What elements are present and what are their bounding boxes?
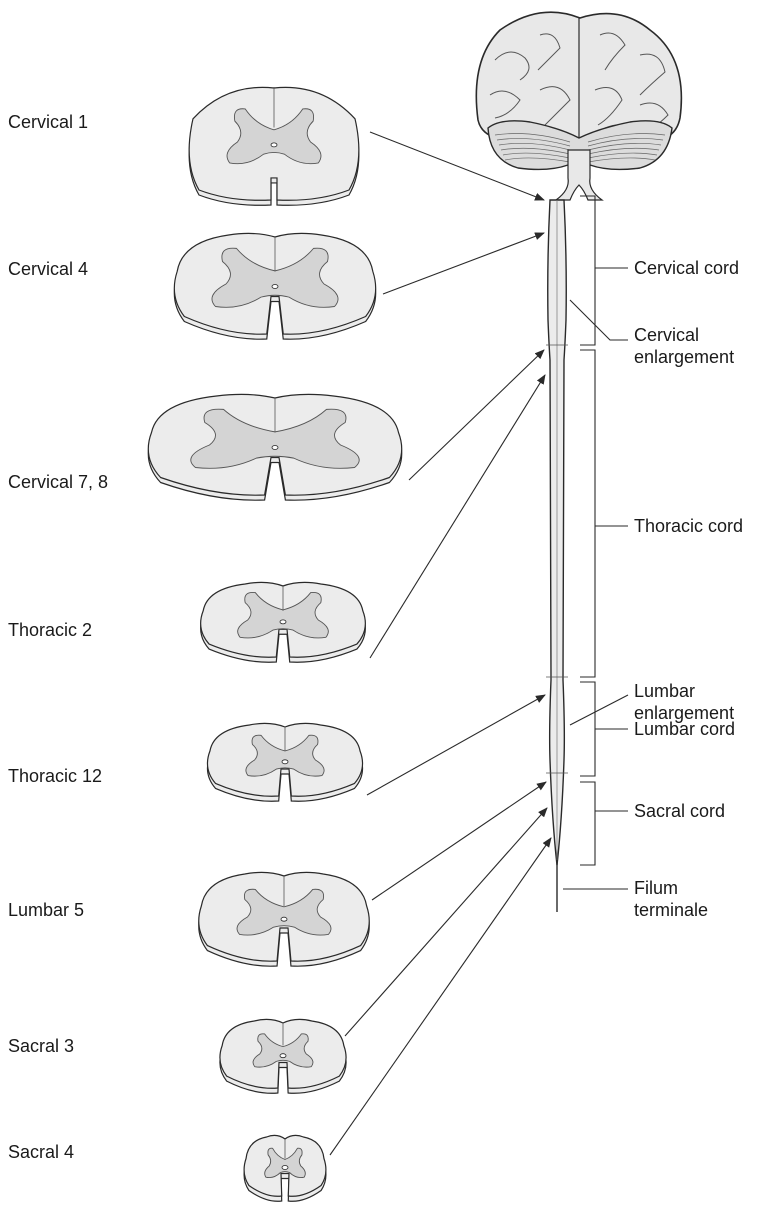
region-label-line: Sacral cord <box>634 801 725 821</box>
central-canal <box>280 1054 286 1058</box>
bracket-lumbar-cord <box>580 682 595 776</box>
cross-section-sacral-3 <box>220 1019 346 1093</box>
bracket-sacral-cord <box>580 782 595 865</box>
region-label-thoracic-cord: Thoracic cord <box>634 516 743 536</box>
central-canal <box>271 143 277 147</box>
section-label-cervical-4: Cervical 4 <box>8 259 88 279</box>
connector-sacral-4 <box>330 838 551 1155</box>
section-label-lumbar-5: Lumbar 5 <box>8 900 84 920</box>
region-label-line: Cervical <box>634 325 699 345</box>
central-canal <box>282 1166 288 1170</box>
cross-sections <box>148 87 401 1201</box>
region-label-line: enlargement <box>634 347 734 367</box>
central-canal <box>280 620 286 624</box>
region-label-sacral-cord: Sacral cord <box>634 801 725 821</box>
leader-cervical-enlargement <box>570 300 628 340</box>
region-label-line: Lumbar <box>634 681 695 701</box>
labels: Cervical 1 Cervical 4 Cervical 7, 8 Thoraci… <box>8 112 743 1162</box>
section-label-thoracic-2: Thoracic 2 <box>8 620 92 640</box>
connector-cervical-7-8 <box>409 350 544 480</box>
region-label-cervical-cord: Cervical cord <box>634 258 739 278</box>
bracket-thoracic-cord <box>580 350 595 677</box>
section-label-thoracic-12: Thoracic 12 <box>8 766 102 786</box>
connector-cervical-4 <box>383 233 544 294</box>
section-label-cervical-7-8: Cervical 7, 8 <box>8 472 108 492</box>
cross-section-thoracic-2 <box>201 582 366 662</box>
connector-thoracic-2 <box>370 375 545 658</box>
central-canal <box>272 285 278 289</box>
cross-section-cervical-1 <box>189 87 359 205</box>
spinal-cord <box>546 200 568 912</box>
central-canal <box>281 917 287 921</box>
connector-thoracic-12 <box>367 695 545 795</box>
central-canal <box>282 760 288 764</box>
region-label-line: Cervical cord <box>634 258 739 278</box>
region-label-line: terminale <box>634 900 708 920</box>
spinal-cord-figure <box>476 12 681 912</box>
section-label-cervical-1: Cervical 1 <box>8 112 88 132</box>
section-label-sacral-4: Sacral 4 <box>8 1142 74 1162</box>
region-label-line: Lumbar cord <box>634 719 735 739</box>
cross-section-cervical-7-8 <box>148 394 401 500</box>
region-label-line: Thoracic cord <box>634 516 743 536</box>
brain-illustration <box>476 12 681 200</box>
cross-section-sacral-4 <box>244 1135 326 1201</box>
region-label-line: Filum <box>634 878 678 898</box>
section-label-sacral-3: Sacral 3 <box>8 1036 74 1056</box>
leader-lumbar-enlargement <box>570 695 628 725</box>
cross-section-cervical-4 <box>174 233 375 339</box>
connector-sacral-3 <box>345 808 547 1036</box>
cross-section-lumbar-5 <box>199 872 369 966</box>
region-label-lumbar-cord: Lumbar cord <box>634 719 735 739</box>
central-canal <box>272 446 278 450</box>
cross-section-thoracic-12 <box>207 723 362 801</box>
